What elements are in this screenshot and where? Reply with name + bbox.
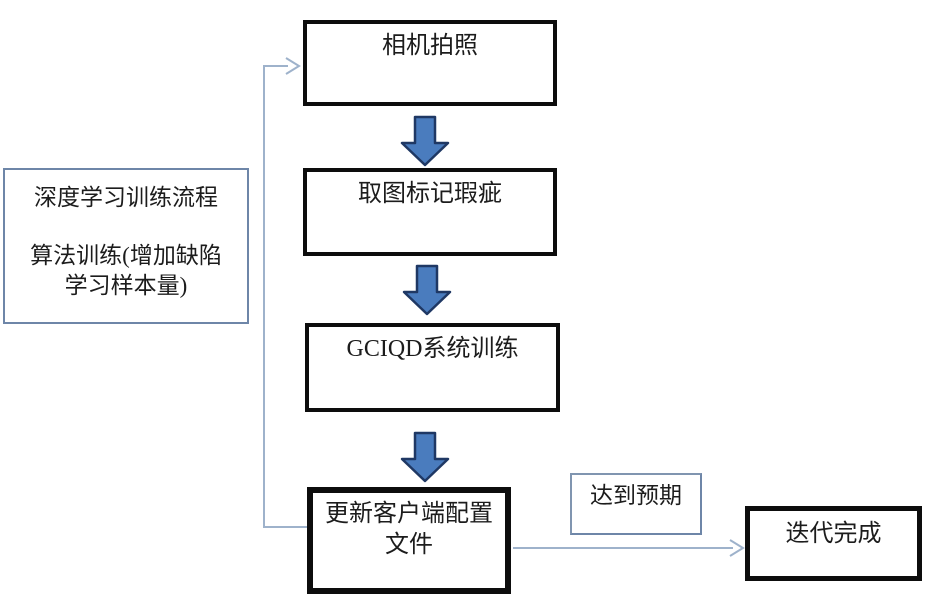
flow-node-iteration-done: 迭代完成 <box>745 506 922 581</box>
done-arrowhead-icon <box>729 539 745 557</box>
block-arrow-down-icon-3 <box>400 431 450 483</box>
note-line: 算法训练(增加缺陷 <box>30 243 222 268</box>
flow-node-label: 相机拍照 <box>382 33 478 59</box>
flow-node-label: 更新客户端配置 <box>325 501 493 527</box>
note-line: 学习样本量) <box>64 273 188 298</box>
edge-label-expectation: 达到预期 <box>570 473 702 535</box>
flow-node-update-config: 更新客户端配置 文件 <box>307 487 511 594</box>
flow-node-camera: 相机拍照 <box>303 20 557 106</box>
flow-node-mark-defects: 取图标记瑕疵 <box>303 168 557 256</box>
feedback-arrowhead-icon <box>285 57 301 75</box>
note-box-training-process: 深度学习训练流程 算法训练(增加缺陷 学习样本量) <box>3 168 249 324</box>
flow-node-label: GCIQD系统训练 <box>346 336 519 362</box>
flow-node-label: 文件 <box>385 531 433 558</box>
block-arrow-down-icon-1 <box>400 115 450 167</box>
done-connector <box>513 539 745 557</box>
block-arrow-down-icon-2 <box>402 264 452 316</box>
feedback-line <box>263 65 309 528</box>
edge-label-text: 达到预期 <box>590 483 682 508</box>
feedback-connector <box>263 57 309 528</box>
note-line: 深度学习训练流程 <box>34 185 218 210</box>
flow-node-system-training: GCIQD系统训练 <box>305 323 560 412</box>
flow-node-label: 取图标记瑕疵 <box>358 181 502 207</box>
flow-node-label: 迭代完成 <box>785 521 882 547</box>
